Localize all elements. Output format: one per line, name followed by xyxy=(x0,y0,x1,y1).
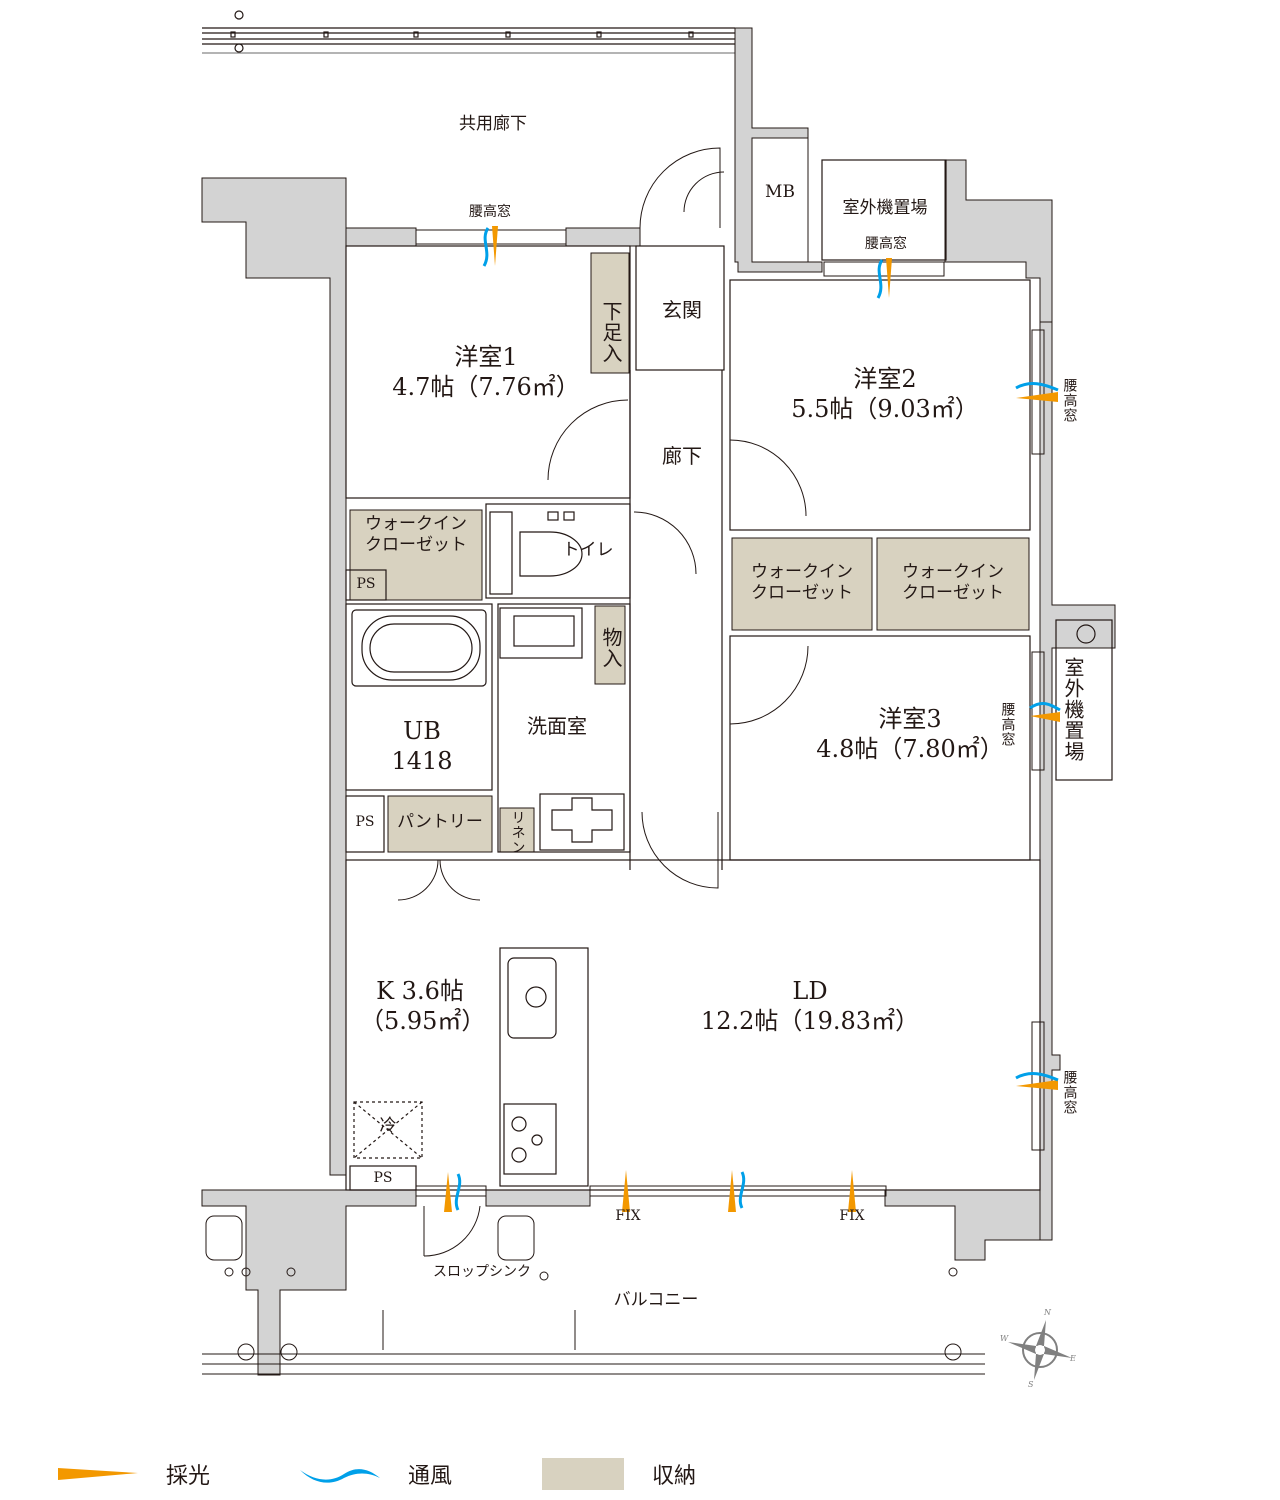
storage-closet-label: 物入 xyxy=(599,627,623,669)
compass-w: W xyxy=(1000,1334,1009,1343)
legend-item-wind: 通風 xyxy=(300,1458,452,1490)
storage-fills xyxy=(349,252,1030,853)
compass: N E S W xyxy=(1000,1308,1080,1392)
bedroom2-side-window-label: 腰高窓 xyxy=(1061,377,1078,423)
ld-side-window-label: 腰高窓 xyxy=(1061,1069,1078,1115)
common-corridor-railing xyxy=(202,10,735,54)
ld-size: 12.2帖（19.83㎡） xyxy=(700,1007,920,1035)
bedroom1-window-label: 腰高窓 xyxy=(469,204,511,220)
pantry-label: パントリー xyxy=(397,812,483,832)
bedroom3-size: 4.8帖（7.80㎡） xyxy=(816,735,1004,763)
doors xyxy=(397,147,809,1257)
refrigerator-label: 冷 xyxy=(379,1116,397,1136)
toilet-label: トイレ xyxy=(562,540,614,560)
wic1-line1: ウォークイン xyxy=(365,514,467,534)
fix-left-label: FIX xyxy=(615,1208,641,1224)
legend-label-wind: 通風 xyxy=(408,1464,453,1489)
bedroom3-name: 洋室3 xyxy=(878,705,942,733)
bath-size: 1418 xyxy=(391,747,453,775)
outdoor-unit-right-label: 室外機置場 xyxy=(1061,656,1085,762)
balcony xyxy=(202,1215,985,1375)
fix-right-label: FIX xyxy=(839,1208,865,1224)
ld-name: LD xyxy=(792,977,828,1005)
bedroom2-name: 洋室2 xyxy=(853,365,917,393)
linen-label: リネン xyxy=(509,810,526,855)
legend-label-storage: 収納 xyxy=(652,1464,697,1489)
hallway-label: 廊下 xyxy=(662,444,702,468)
wic2-line1: ウォークイン xyxy=(751,562,853,582)
bedroom1-size: 4.7帖（7.76㎡） xyxy=(392,373,580,401)
storage-swatch-icon xyxy=(542,1458,625,1490)
kitchen-size: （5.95㎡） xyxy=(360,1007,486,1035)
mb-label: MB xyxy=(765,182,795,202)
compass-rose-icon xyxy=(1008,1320,1072,1380)
bedroom1-label: 洋室1 4.7帖（7.76㎡） xyxy=(376,342,596,402)
wic3-line1: ウォークイン xyxy=(902,562,1004,582)
ps-1-label: PS xyxy=(356,576,376,592)
wic1-line2: クローゼット xyxy=(365,535,467,556)
bedroom1-name: 洋室1 xyxy=(454,343,518,371)
legend-item-storage: 収納 xyxy=(542,1458,696,1490)
wic3-line2: クローゼット xyxy=(902,583,1004,604)
compass-n: N xyxy=(1044,1308,1051,1317)
bath-label: UB 1418 xyxy=(376,716,468,776)
compass-s: S xyxy=(1028,1380,1034,1389)
slop-sink-label: スロップシンク xyxy=(433,1264,531,1280)
living-dining-label: LD 12.2帖（19.83㎡） xyxy=(680,976,940,1036)
interior-walls xyxy=(345,159,1113,1191)
bedroom3-side-window-label: 腰高窓 xyxy=(999,701,1016,747)
bedroom2-top-window-label: 腰高窓 xyxy=(865,236,907,252)
washroom-label: 洗面室 xyxy=(527,714,587,738)
bedroom2-size: 5.5帖（9.03㎡） xyxy=(791,395,979,423)
kitchen-label: K 3.6帖 （5.95㎡） xyxy=(360,976,486,1036)
balcony-label: バルコニー xyxy=(613,1290,699,1310)
wind-wave-icon xyxy=(300,1469,381,1483)
wic1-label: ウォークイン クローゼット xyxy=(352,514,480,557)
light-indicators xyxy=(444,226,1060,1212)
compass-e: E xyxy=(1070,1354,1076,1363)
wic2-label: ウォークイン クローゼット xyxy=(732,562,872,605)
outdoor-unit-top-label: 室外機置場 xyxy=(842,198,928,218)
bedroom2-label: 洋室2 5.5帖（9.03㎡） xyxy=(770,364,1000,424)
common-corridor-label: 共用廊下 xyxy=(459,114,527,134)
wic2-line2: クローゼット xyxy=(751,583,853,604)
kitchen-name: K 3.6帖 xyxy=(376,977,464,1005)
ps-2-label: PS xyxy=(355,814,375,830)
wind-indicators xyxy=(454,227,1061,1211)
legend-label-light: 採光 xyxy=(166,1464,211,1489)
shoe-storage-label: 下足入 xyxy=(599,300,623,364)
walls xyxy=(201,27,1116,1376)
bedroom3-label: 洋室3 4.8帖（7.80㎡） xyxy=(800,704,1020,764)
entrance-label: 玄関 xyxy=(662,298,702,322)
bath-name: UB xyxy=(403,717,441,745)
light-wedge-icon xyxy=(58,1468,138,1480)
ps-3-label: PS xyxy=(373,1170,393,1186)
legend: 採光 通風 収納 xyxy=(58,1456,742,1492)
legend-item-light: 採光 xyxy=(58,1458,210,1490)
wic3-label: ウォークイン クローゼット xyxy=(877,562,1029,605)
